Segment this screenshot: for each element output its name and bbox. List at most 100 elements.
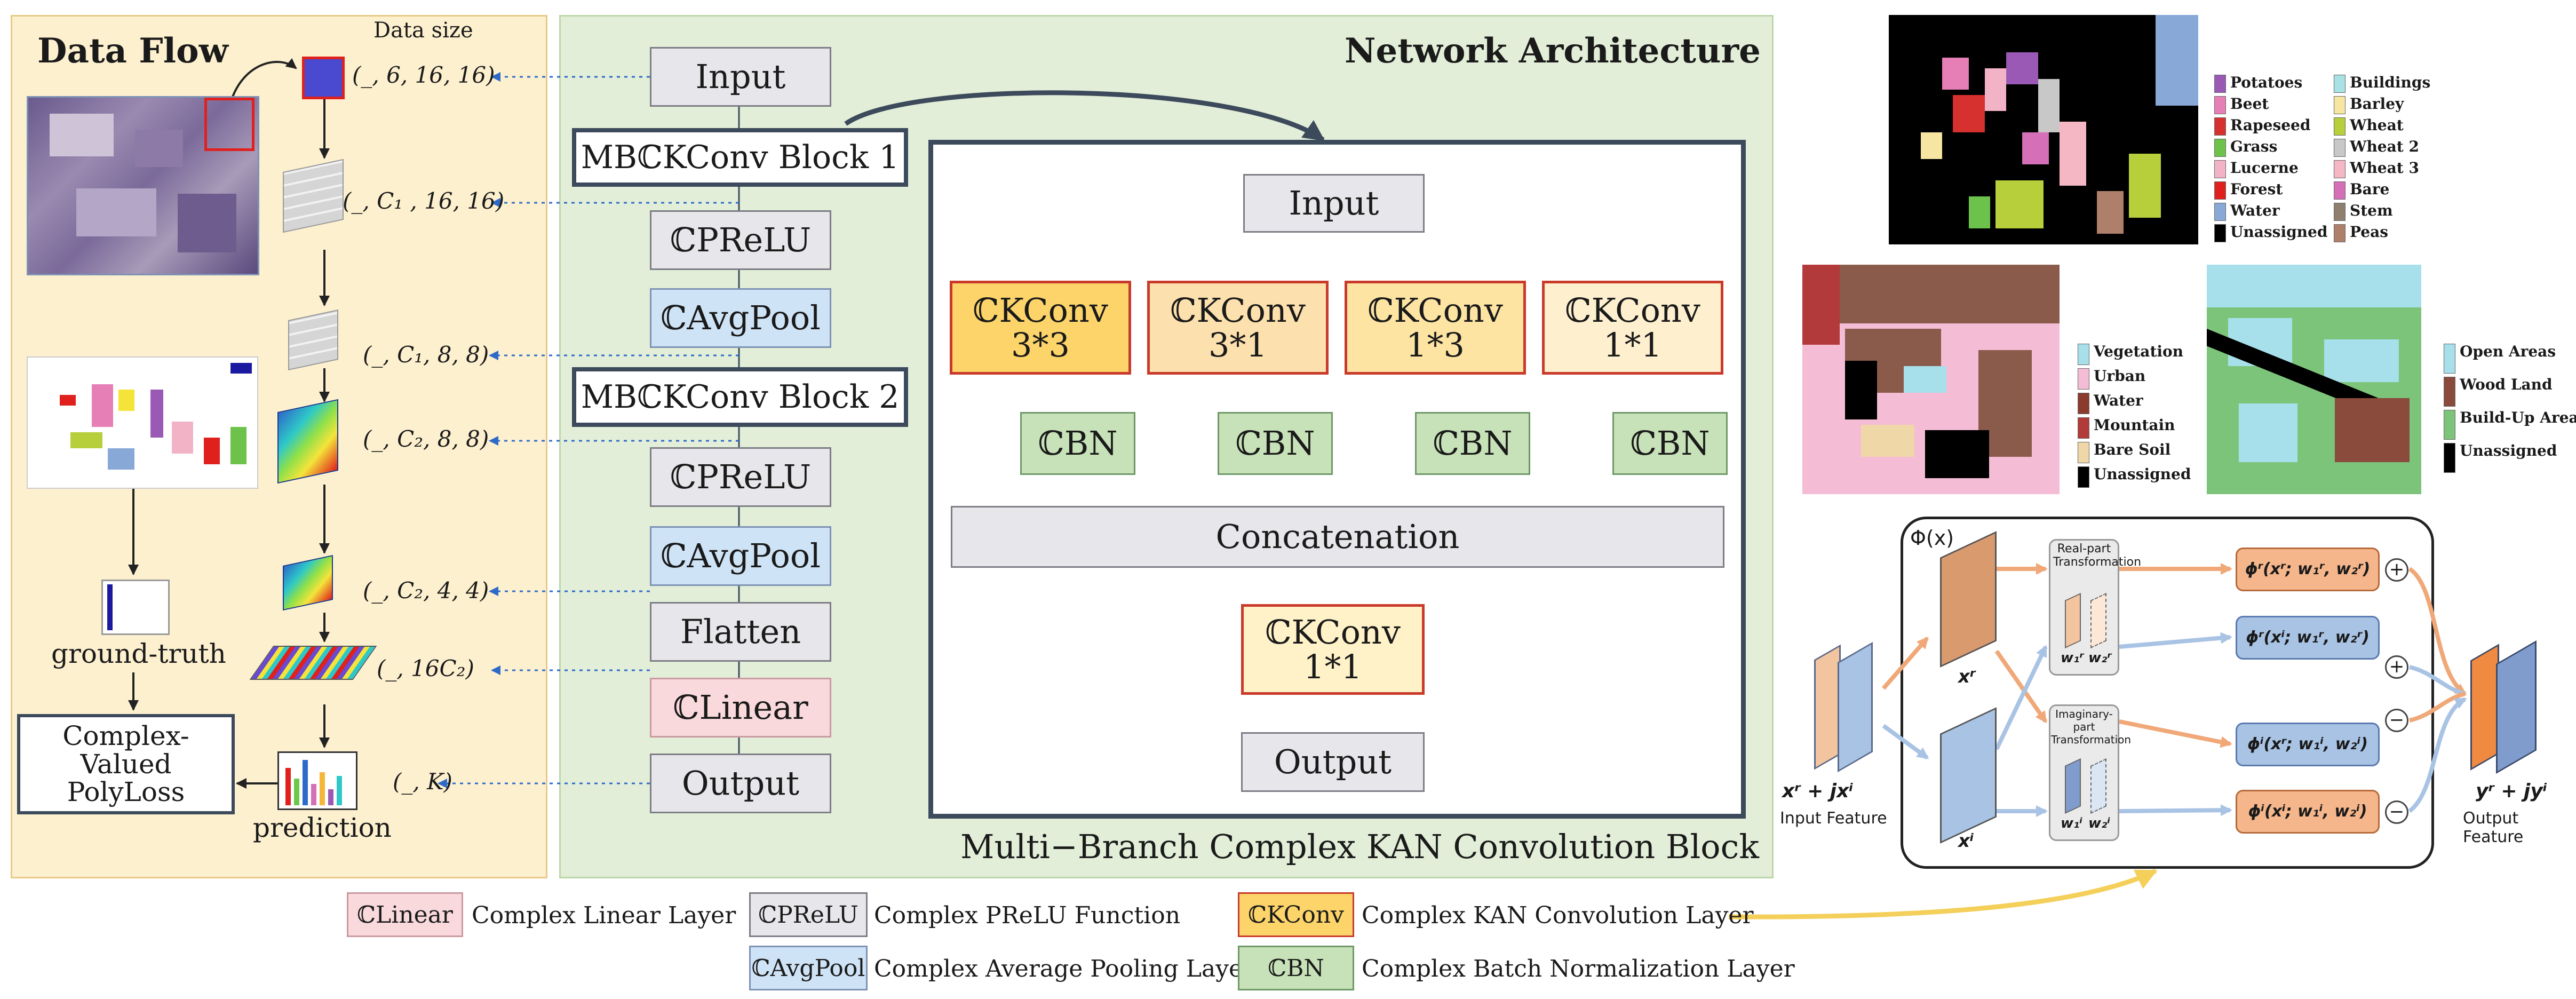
prediction-text: prediction <box>253 812 392 843</box>
input-feature-real <box>1814 644 1841 770</box>
legend-label: Water <box>2230 202 2280 219</box>
w1i-tensor <box>2065 758 2081 814</box>
classification-map-1 <box>1889 15 2198 244</box>
layer-mbckconv-block-1: MBℂKConv Block 1 <box>572 128 908 187</box>
legend-swatch <box>2444 377 2455 407</box>
legend-label: Urban <box>2094 367 2146 385</box>
legend-swatch <box>2334 160 2346 178</box>
ckconv-kernel: 3*3 <box>1011 326 1070 364</box>
legend-swatch <box>2334 224 2346 242</box>
phi-rr: ϕʳ(xʳ; w₁ʳ, w₂ʳ) <box>2236 548 2380 591</box>
network-architecture-title: Network Architecture <box>1345 31 1761 71</box>
legend-text-cbn: Complex Batch Normalization Layer <box>1362 955 1795 982</box>
input-feature-imag <box>1838 641 1873 773</box>
ground-truth-map <box>27 356 258 489</box>
legend-label: Vegetation <box>2094 343 2184 360</box>
w1i-label: w₁ⁱ <box>2061 815 2083 831</box>
legend-swatch <box>2444 443 2455 473</box>
size-output: (_, K) <box>393 768 452 795</box>
legend-swatch <box>2078 442 2089 463</box>
legend-swatch <box>2334 203 2346 221</box>
w1r-tensor <box>2065 593 2081 648</box>
layer-flatten: Flatten <box>650 602 831 662</box>
legend-swatch <box>2214 160 2226 178</box>
size-pool2: (_, C₂, 4, 4) <box>363 577 489 604</box>
legend-swatch <box>2214 224 2226 242</box>
legend-label: Water <box>2094 392 2143 409</box>
data-size-header: Data size <box>373 18 473 43</box>
w2i-label: w₂ⁱ <box>2088 815 2111 831</box>
ground-truth-label <box>101 580 170 635</box>
w2r-label: w₂ʳ <box>2088 650 2112 666</box>
phi-label: Φ(x) <box>1910 526 1954 550</box>
ckconv-kernel: 1*3 <box>1406 326 1465 364</box>
branch-cbn-2: ℂBN <box>1218 412 1333 475</box>
legend-label: Unassigned <box>2230 223 2328 241</box>
layer-clinear: ℂLinear <box>650 678 831 738</box>
op-minus-1: − <box>2385 709 2408 732</box>
layer-mbckconv-block-2: MBℂKConv Block 2 <box>572 367 908 427</box>
legend-label: Bare Soil <box>2094 441 2171 458</box>
branch-cbn-4: ℂBN <box>1612 412 1728 475</box>
legend-label: Rapeseed <box>2230 116 2311 134</box>
legend-swatch-clinear: ℂLinear <box>347 892 463 937</box>
legend-label: Forest <box>2230 180 2283 198</box>
legend-label: Barley <box>2350 95 2404 113</box>
ckconv-kernel: 3*1 <box>1209 326 1267 364</box>
op-plus-2: + <box>2385 655 2408 679</box>
ckconv-name: ℂKConv <box>973 290 1108 330</box>
legend-label: Lucerne <box>2230 159 2299 177</box>
branch-cbn-3: ℂBN <box>1415 412 1530 475</box>
prediction-histogram <box>277 751 357 810</box>
ckconv-name: ℂKConv <box>1565 290 1700 330</box>
phi-ri: ϕʳ(xⁱ; w₁ʳ, w₂ʳ) <box>2236 616 2380 660</box>
legend-text-cprelu: Complex PReLU Function <box>874 902 1181 929</box>
classification-map-2 <box>1802 265 2060 494</box>
legend-swatch <box>2334 139 2346 157</box>
legend-swatch <box>2444 344 2455 374</box>
legend-swatch <box>2334 75 2346 93</box>
layer-cprelu-2: ℂPReLU <box>650 447 831 507</box>
legend-swatch-ckconv: ℂKConv <box>1238 892 1354 937</box>
real-transform-box <box>2049 539 2119 676</box>
branch-output: Output <box>1241 732 1425 792</box>
layer-cavgpool-1: ℂAvgPool <box>650 288 831 348</box>
branch-block-title: Multi−Branch Complex KAN Convolution Blo… <box>960 827 1759 866</box>
legend-swatch-cavgpool: ℂAvgPool <box>749 946 868 990</box>
size-block2: (_, C₂, 8, 8) <box>363 426 489 452</box>
phi-ii: ϕⁱ(xⁱ; w₁ⁱ, w₂ⁱ) <box>2236 790 2380 834</box>
legend-swatch <box>2078 466 2089 488</box>
output-feature-real <box>2470 644 2499 771</box>
legend-label: Grass <box>2230 138 2278 155</box>
layer-cprelu-1: ℂPReLU <box>650 210 831 270</box>
legend-label: Wood Land <box>2460 376 2553 393</box>
layer-cavgpool-2: ℂAvgPool <box>650 526 831 586</box>
multi-branch-block <box>928 140 1746 819</box>
w2r-tensor <box>2090 593 2106 648</box>
output-feature-expr: yʳ + jyⁱ <box>2476 780 2547 802</box>
legend-label: Unassigned <box>2460 442 2557 459</box>
op-minus-2: − <box>2385 800 2408 824</box>
output-feature-imag <box>2496 640 2537 774</box>
legend-swatch <box>2214 181 2226 200</box>
branch-ckconv-1x1: ℂKConv 1*1 <box>1542 281 1723 375</box>
legend-swatch <box>2334 117 2346 136</box>
branch-concatenation: Concatenation <box>951 506 1724 568</box>
branch-ckconv-3x1: ℂKConv 3*1 <box>1147 281 1329 375</box>
legend-swatch-cbn: ℂBN <box>1238 946 1354 990</box>
output-feature-label: Output Feature <box>2463 809 2524 846</box>
legend-label: Open Areas <box>2460 343 2556 360</box>
legend-swatch <box>2334 181 2346 200</box>
legend-swatch <box>2214 203 2226 221</box>
size-flatten: (_, 16C₂) <box>377 655 474 681</box>
legend-label: Wheat 3 <box>2350 159 2419 177</box>
xi-label: xⁱ <box>1958 830 1974 852</box>
imag-transform-box <box>2049 704 2119 841</box>
legend-swatch-cprelu: ℂPReLU <box>749 892 868 937</box>
legend-label: Stem <box>2350 202 2393 219</box>
w1r-label: w₁ʳ <box>2061 650 2084 666</box>
input-patch <box>302 57 345 99</box>
real-transform-title: Real-part Transformation <box>2053 542 2142 569</box>
legend-swatch <box>2078 393 2089 414</box>
